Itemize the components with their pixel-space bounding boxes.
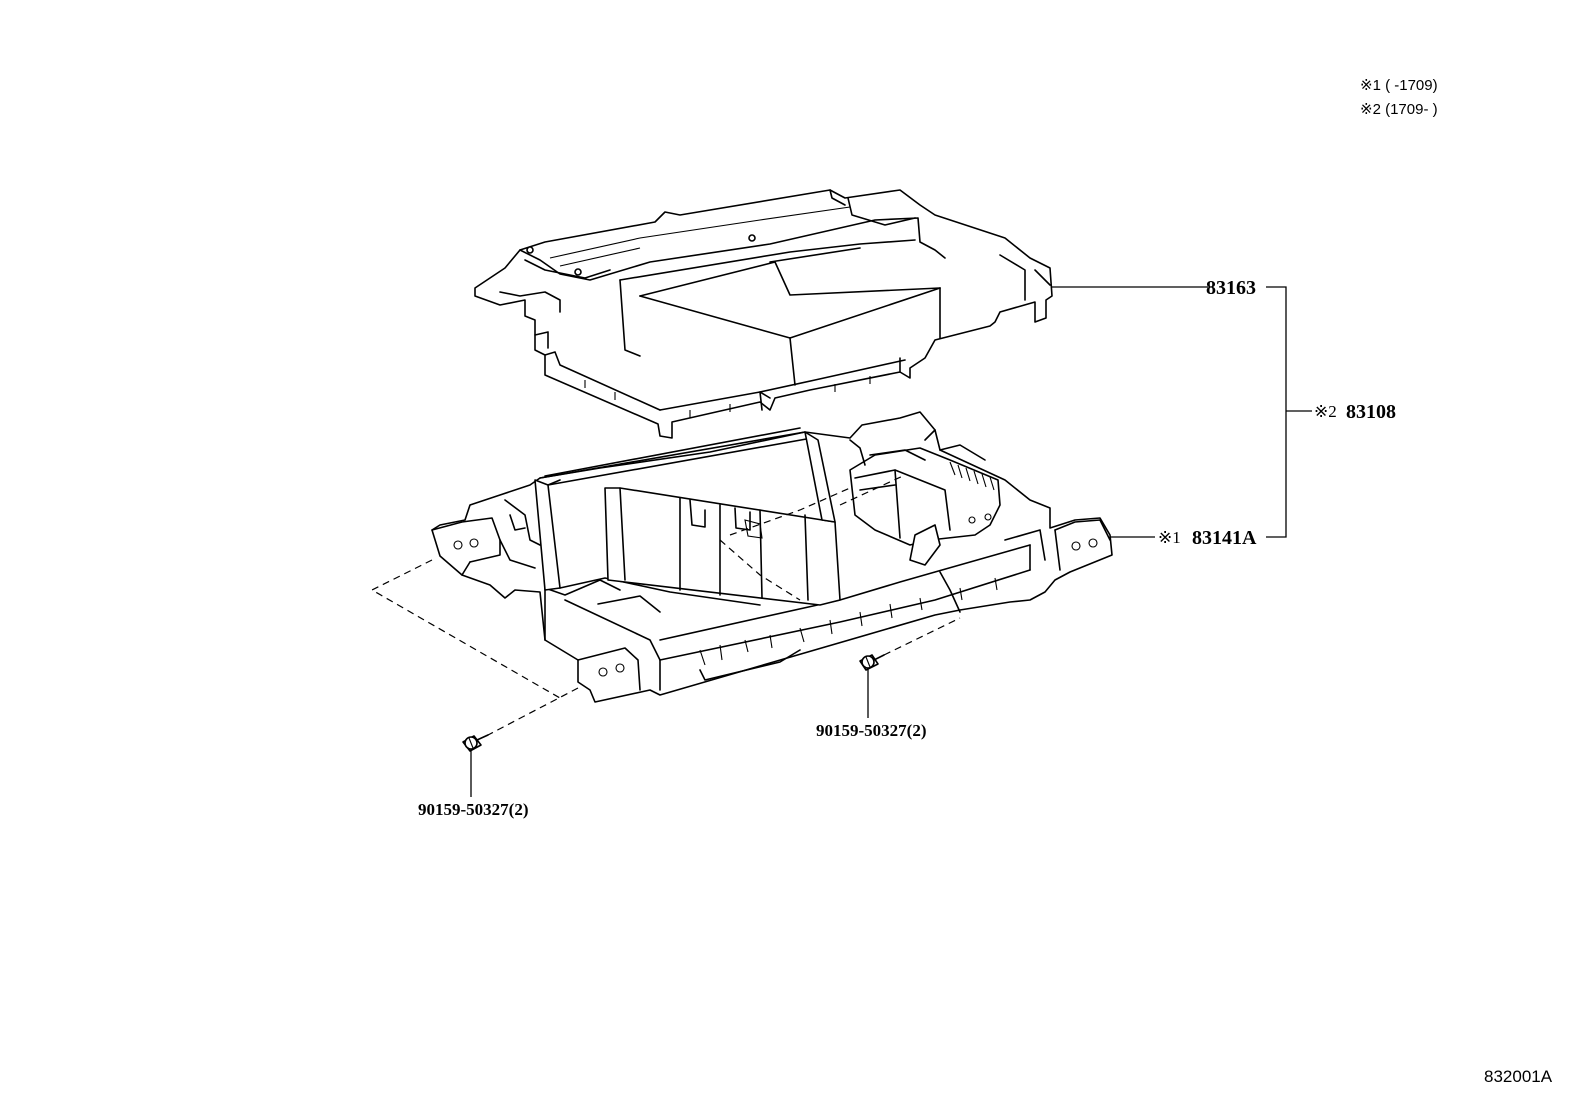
- upper-cover-illustration[interactable]: [474, 189, 1053, 439]
- leader-lines: [470, 286, 1312, 797]
- note-2: ※2 (1709- ): [1360, 101, 1438, 118]
- part-number-cover[interactable]: 83163: [1206, 277, 1256, 299]
- part-number-case[interactable]: 83141A: [1192, 527, 1257, 549]
- part-number-assembly[interactable]: 83108: [1346, 401, 1396, 423]
- assembly-mark: ※2: [1314, 402, 1337, 421]
- diagram-code: 832001A: [1484, 1067, 1553, 1086]
- bolt-left-illustration[interactable]: [462, 734, 489, 752]
- install-lines: [370, 559, 961, 736]
- bolt-right-illustration[interactable]: [859, 654, 885, 671]
- part-number-bolt-right[interactable]: 90159-50327(2): [816, 721, 926, 740]
- part-number-bolt-left[interactable]: 90159-50327(2): [418, 800, 528, 819]
- note-1: ※1 ( -1709): [1360, 77, 1438, 94]
- case-mark: ※1: [1158, 528, 1181, 547]
- lower-case-illustration[interactable]: [431, 411, 1113, 703]
